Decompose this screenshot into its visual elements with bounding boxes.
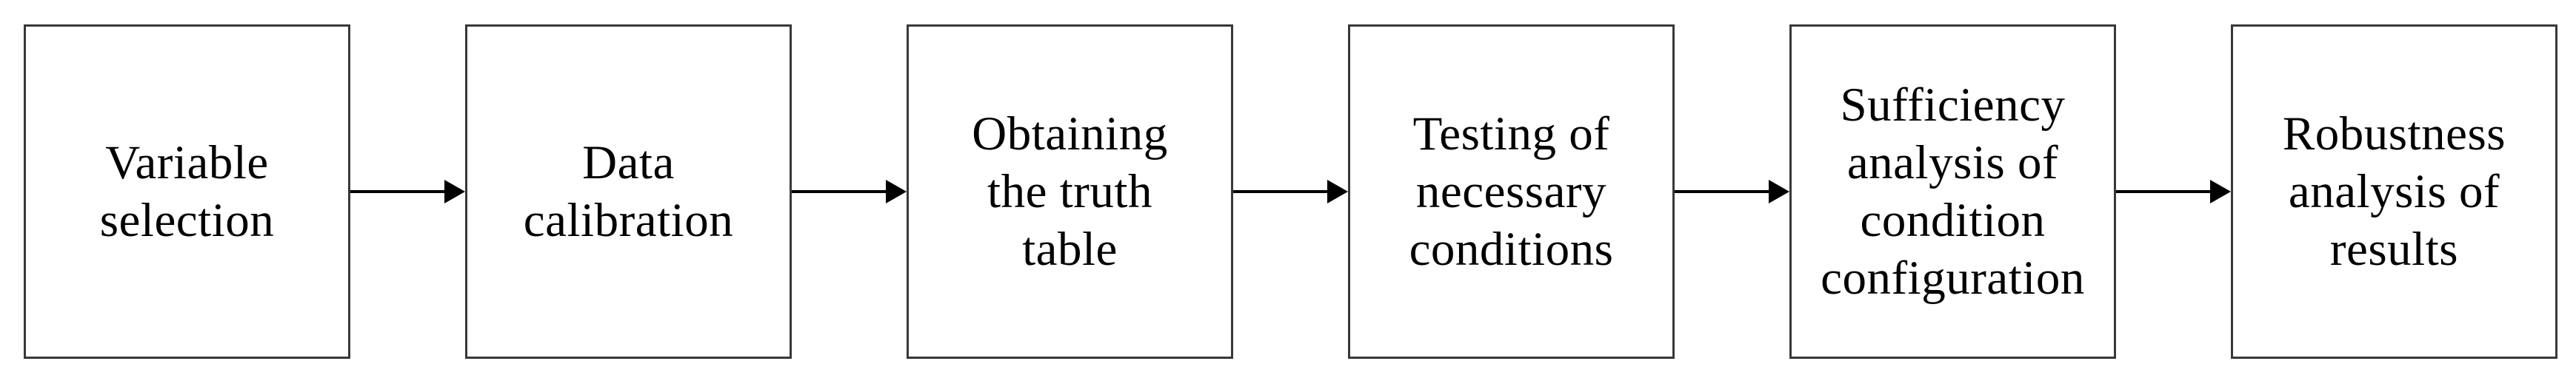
flow-arrow-1 (350, 24, 465, 359)
flow-step-label: Obtaining the truth table (972, 107, 1168, 276)
arrow-right-icon (2210, 180, 2231, 203)
flow-step-label: Robustness analysis of results (2282, 107, 2506, 276)
arrow-shaft (350, 190, 447, 193)
flow-step-robustness-analysis: Robustness analysis of results (2231, 24, 2557, 359)
arrow-shaft (1233, 190, 1330, 193)
arrow-right-icon (444, 180, 465, 203)
flow-step-sufficiency-analysis: Sufficiency analysis of condition config… (1789, 24, 2116, 359)
flow-step-label: Data calibration (523, 136, 734, 247)
flow-step-data-calibration: Data calibration (465, 24, 792, 359)
arrow-shaft (2116, 190, 2213, 193)
flow-arrow-4 (1675, 24, 1789, 359)
arrow-right-icon (886, 180, 907, 203)
arrow-shaft (792, 190, 889, 193)
flow-arrow-2 (792, 24, 907, 359)
flow-arrow-3 (1233, 24, 1348, 359)
arrow-shaft (1675, 190, 1772, 193)
arrow-right-icon (1769, 180, 1789, 203)
flow-step-label: Variable selection (99, 136, 275, 247)
flow-step-obtaining-truth-table: Obtaining the truth table (907, 24, 1233, 359)
flow-step-variable-selection: Variable selection (24, 24, 350, 359)
flow-step-label: Sufficiency analysis of condition config… (1821, 78, 2085, 305)
flow-step-testing-necessary-conditions: Testing of necessary conditions (1348, 24, 1675, 359)
flow-arrow-5 (2116, 24, 2231, 359)
arrow-right-icon (1327, 180, 1348, 203)
flow-step-label: Testing of necessary conditions (1409, 107, 1614, 276)
